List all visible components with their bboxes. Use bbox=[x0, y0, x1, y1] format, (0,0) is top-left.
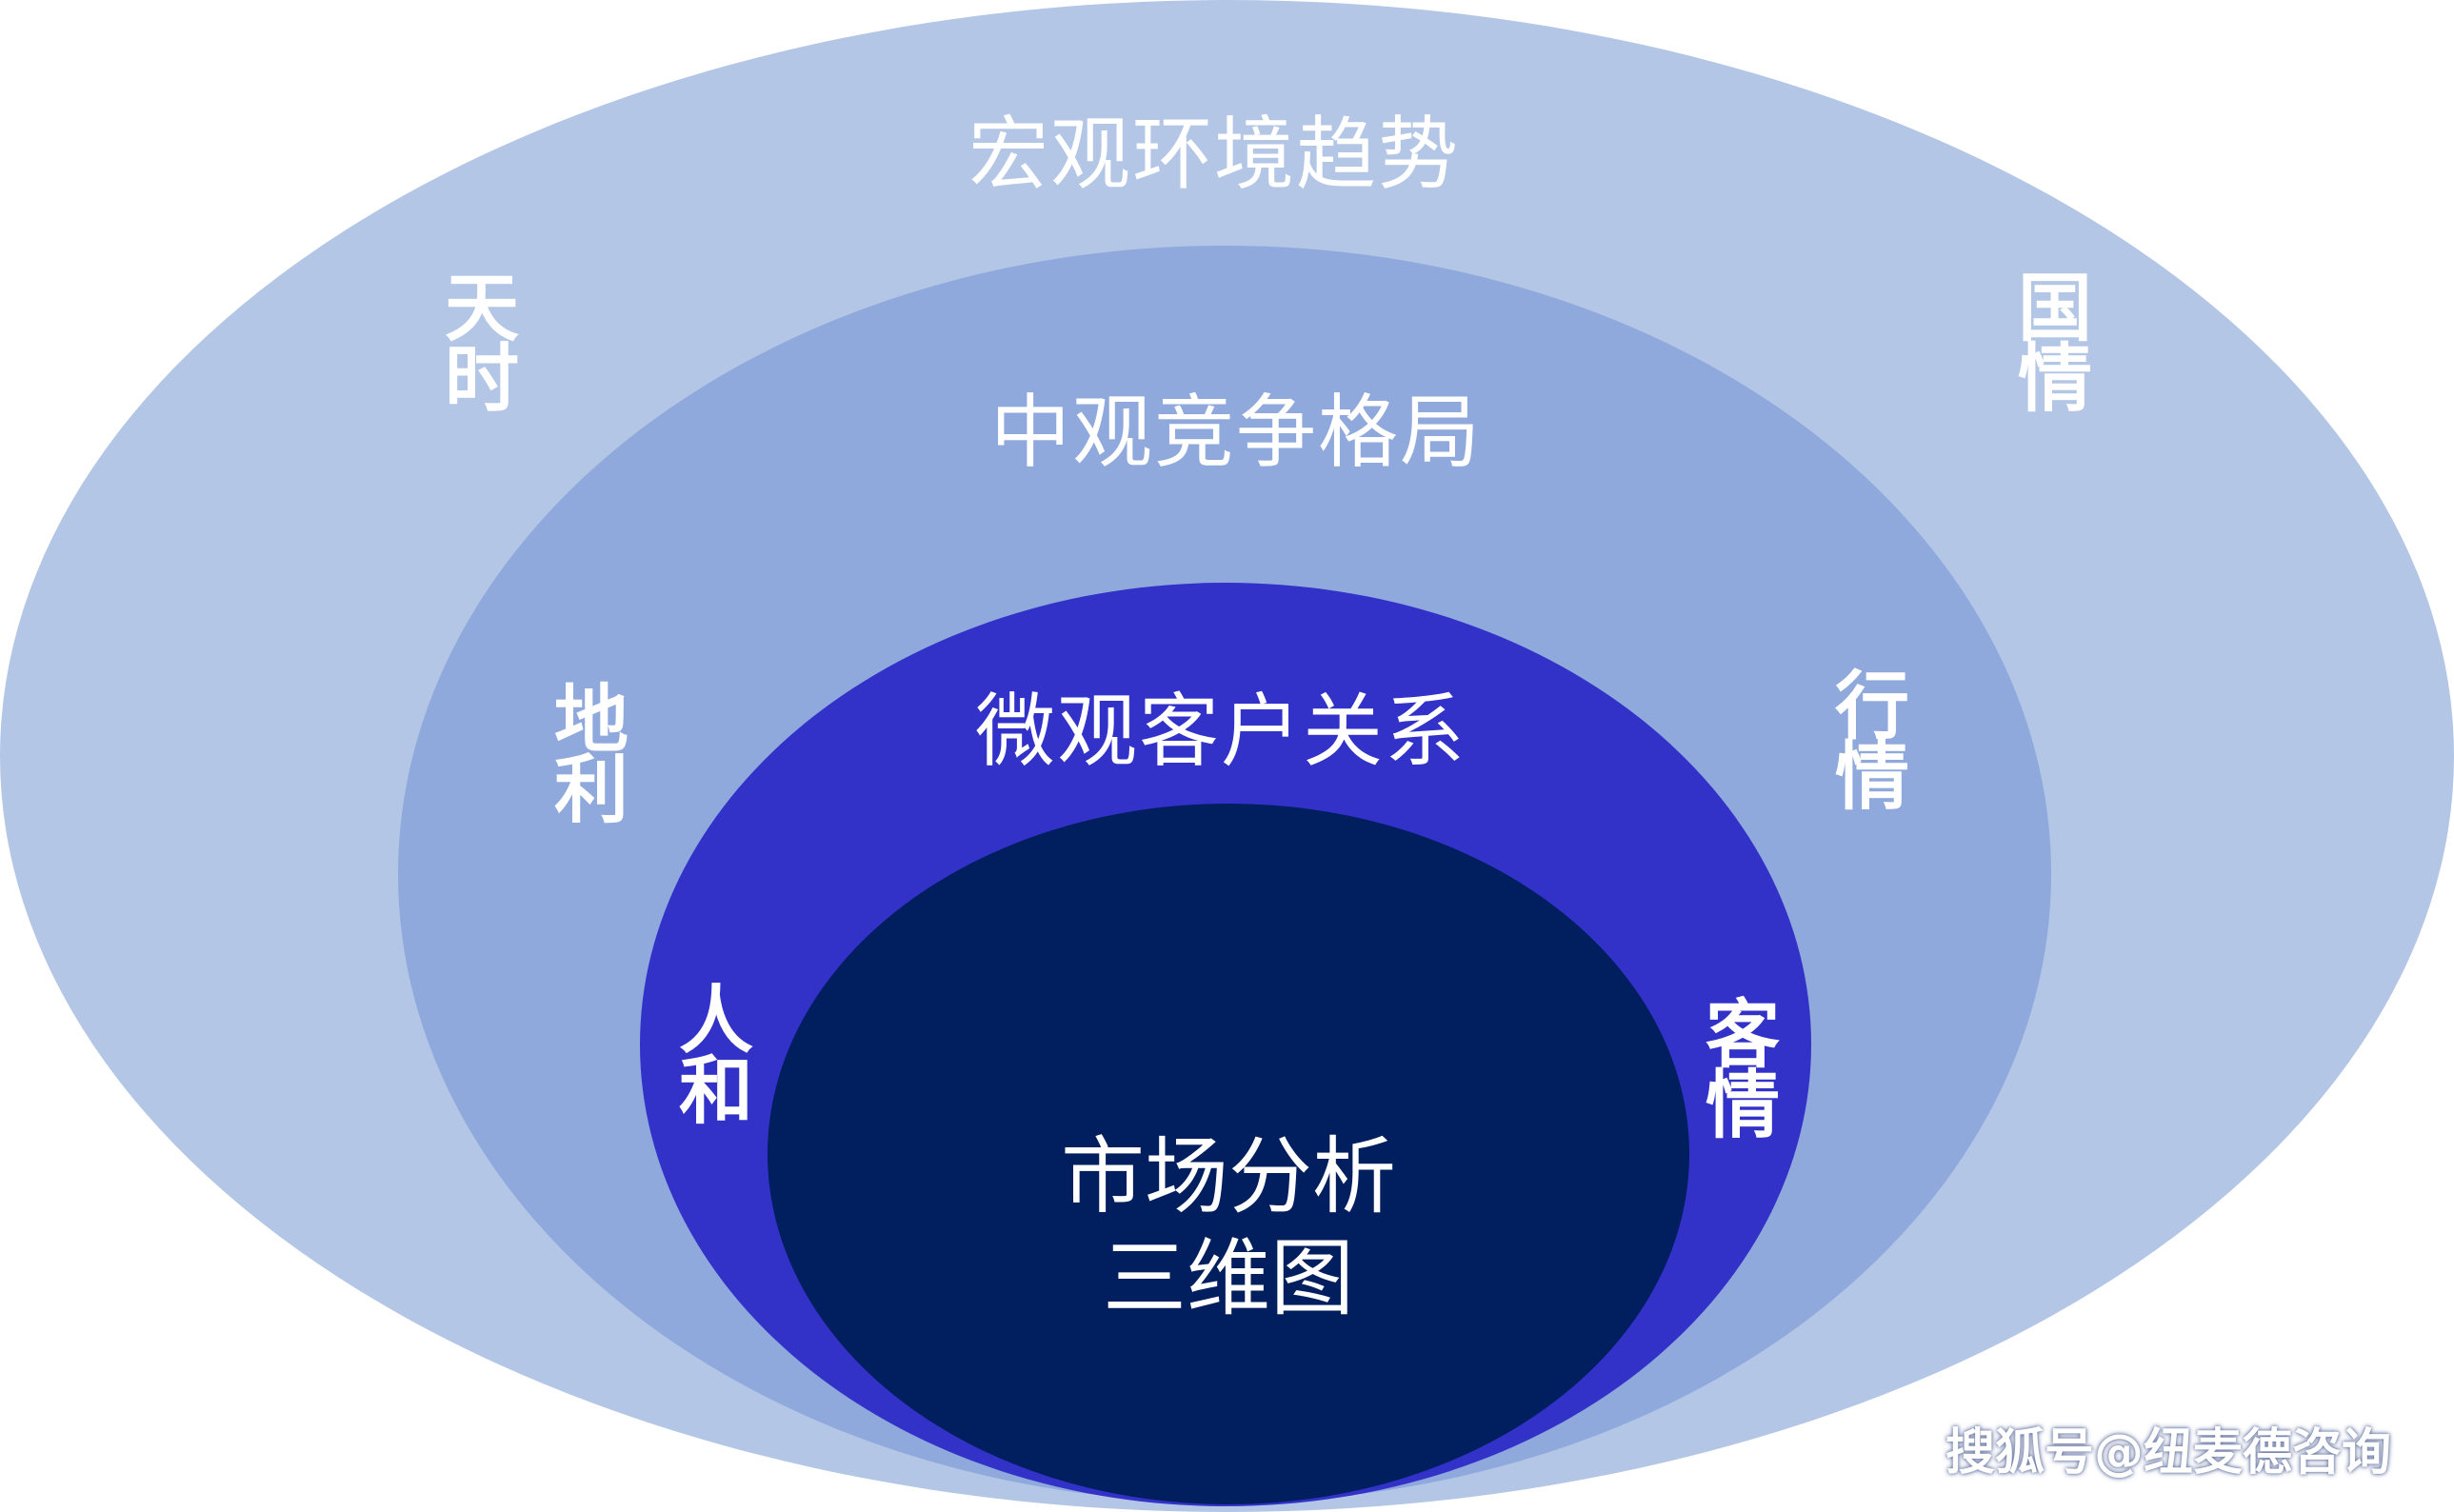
macro-right-word: 国情 bbox=[2005, 269, 2091, 409]
core-title: 市场分析 三维图 bbox=[1061, 1125, 1396, 1330]
core-title-line2: 三维图 bbox=[1102, 1229, 1355, 1328]
meso-title: 中观竞争格局 bbox=[989, 386, 1483, 479]
macro-title: 宏观环境趋势 bbox=[968, 108, 1461, 201]
meso-left-word: 地利 bbox=[542, 680, 628, 821]
core-ellipse bbox=[768, 804, 1689, 1504]
micro-title: 微观客户关系 bbox=[974, 685, 1467, 778]
core-title-line1: 市场分析 bbox=[1060, 1127, 1397, 1225]
micro-right-word: 客情 bbox=[1693, 995, 1779, 1136]
watermark-text: 搜狐号@纽麦德咨询 bbox=[1945, 1424, 2391, 1482]
meso-right-word: 行情 bbox=[1823, 666, 1908, 807]
macro-left-word: 天时 bbox=[432, 269, 518, 409]
micro-left-word: 人和 bbox=[667, 981, 752, 1122]
